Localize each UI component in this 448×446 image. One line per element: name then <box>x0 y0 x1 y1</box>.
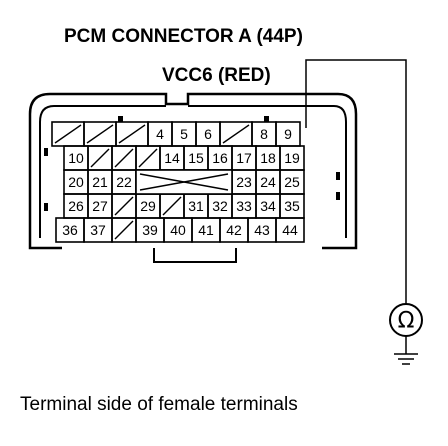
terminal-24: 24 <box>255 169 281 195</box>
key-top-left <box>118 116 123 122</box>
latch-left-lower <box>44 203 48 211</box>
blocked-cavity <box>135 169 233 195</box>
terminal-32: 32 <box>207 193 233 219</box>
terminal-39: 39 <box>135 217 165 243</box>
terminal-42: 42 <box>219 217 249 243</box>
terminal-37: 37 <box>83 217 113 243</box>
terminal-36: 36 <box>55 217 85 243</box>
terminal-number: 40 <box>170 222 186 238</box>
terminal-empty <box>111 217 137 243</box>
terminal-number: 16 <box>212 150 228 166</box>
terminal-number: 27 <box>92 198 108 214</box>
terminal-number: 42 <box>226 222 242 238</box>
caption: Terminal side of female terminals <box>20 394 298 415</box>
connector-housing <box>28 92 358 263</box>
terminal-20: 20 <box>63 169 89 195</box>
terminal-41: 41 <box>191 217 221 243</box>
terminal-number: 8 <box>260 126 268 142</box>
terminal-16: 16 <box>207 145 233 171</box>
latch-right <box>336 172 340 180</box>
terminal-empty <box>111 145 137 171</box>
terminal-number: 39 <box>142 222 158 238</box>
terminal-4: 4 <box>147 121 173 147</box>
terminal-number: 29 <box>140 198 156 214</box>
key-top-right <box>264 116 269 122</box>
wire-label: VCC6 (RED) <box>162 65 271 86</box>
terminal-9: 9 <box>275 121 301 147</box>
terminal-number: 26 <box>68 198 84 214</box>
terminal-empty <box>219 121 253 147</box>
terminal-26: 26 <box>63 193 89 219</box>
terminal-empty <box>83 121 117 147</box>
terminal-number: 41 <box>198 222 214 238</box>
terminal-number: 6 <box>204 126 212 142</box>
terminal-43: 43 <box>247 217 277 243</box>
terminal-31: 31 <box>183 193 209 219</box>
terminal-40: 40 <box>163 217 193 243</box>
terminal-5: 5 <box>171 121 197 147</box>
terminal-empty <box>135 145 161 171</box>
terminal-15: 15 <box>183 145 209 171</box>
terminal-number: 24 <box>260 174 276 190</box>
terminal-25: 25 <box>279 169 305 195</box>
terminal-number: 17 <box>236 150 252 166</box>
terminal-number: 37 <box>90 222 106 238</box>
terminal-35: 35 <box>279 193 305 219</box>
terminal-number: 20 <box>68 174 84 190</box>
terminal-8: 8 <box>251 121 277 147</box>
terminal-17: 17 <box>231 145 257 171</box>
terminal-27: 27 <box>87 193 113 219</box>
terminal-14: 14 <box>159 145 185 171</box>
terminal-number: 43 <box>254 222 270 238</box>
ground-icon <box>394 353 418 365</box>
terminal-number: 25 <box>284 174 300 190</box>
terminal-number: 10 <box>68 150 84 166</box>
ohm-symbol: Ω <box>398 309 415 334</box>
terminal-number: 36 <box>62 222 78 238</box>
terminal-21: 21 <box>87 169 113 195</box>
terminal-34: 34 <box>255 193 281 219</box>
latch-left <box>44 148 48 156</box>
terminal-number: 31 <box>188 198 204 214</box>
terminal-44: 44 <box>275 217 305 243</box>
terminal-22: 22 <box>111 169 137 195</box>
terminal-29: 29 <box>135 193 161 219</box>
terminal-number: 22 <box>116 174 132 190</box>
terminal-number: 34 <box>260 198 276 214</box>
terminal-number: 44 <box>282 222 298 238</box>
terminal-number: 18 <box>260 150 276 166</box>
ohmmeter: Ω <box>389 303 423 365</box>
terminal-number: 32 <box>212 198 228 214</box>
terminal-33: 33 <box>231 193 257 219</box>
terminal-19: 19 <box>279 145 305 171</box>
terminal-18: 18 <box>255 145 281 171</box>
terminal-empty <box>87 145 113 171</box>
terminal-empty <box>115 121 149 147</box>
terminal-empty <box>111 193 137 219</box>
terminal-number: 15 <box>188 150 204 166</box>
terminal-empty <box>159 193 185 219</box>
terminal-number: 4 <box>156 126 164 142</box>
terminal-number: 19 <box>284 150 300 166</box>
terminal-6: 6 <box>195 121 221 147</box>
terminal-empty <box>51 121 85 147</box>
diagram-title: PCM CONNECTOR A (44P) <box>64 26 303 47</box>
terminal-10: 10 <box>63 145 89 171</box>
terminal-number: 23 <box>236 174 252 190</box>
terminal-number: 35 <box>284 198 300 214</box>
terminal-number: 33 <box>236 198 252 214</box>
terminal-number: 21 <box>92 174 108 190</box>
terminal-number: 5 <box>180 126 188 142</box>
latch-right-lower <box>336 192 340 200</box>
terminal-number: 9 <box>284 126 292 142</box>
terminal-23: 23 <box>231 169 257 195</box>
terminal-number: 14 <box>164 150 180 166</box>
test-lead <box>305 59 407 304</box>
